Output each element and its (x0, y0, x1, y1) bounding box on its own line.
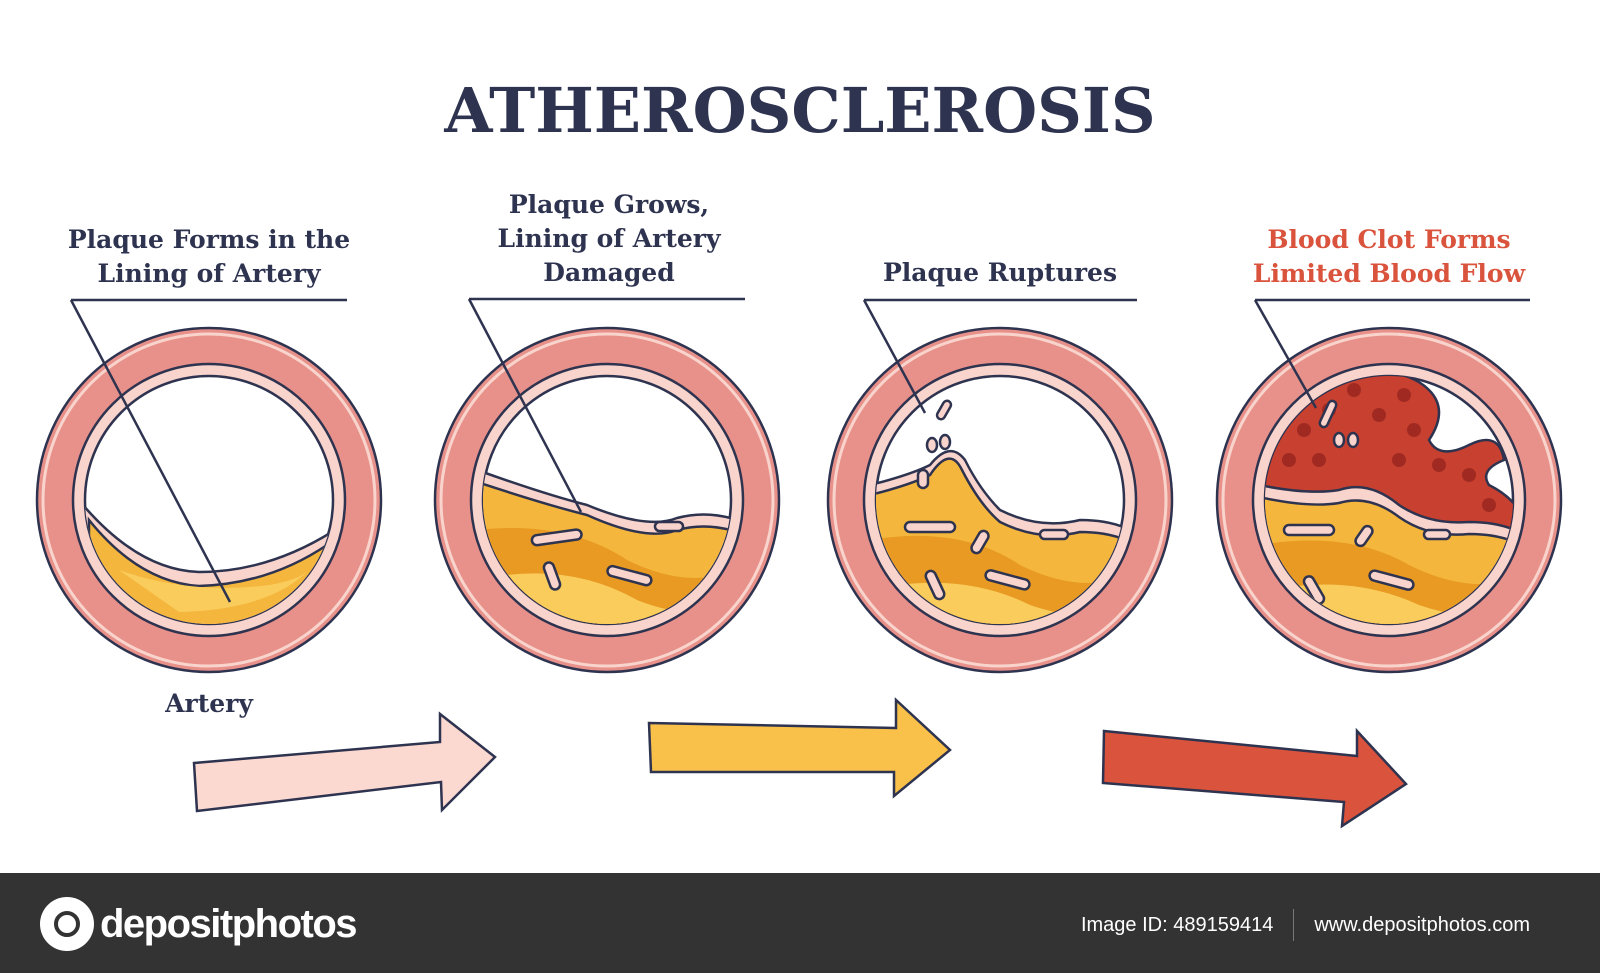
svg-text:Limited Blood Flow: Limited Blood Flow (1253, 259, 1527, 288)
artery-stage-1 (35, 326, 383, 674)
blood-clot (1265, 376, 1513, 624)
svg-text:Blood Clot Forms: Blood Clot Forms (1267, 225, 1510, 254)
svg-text:Lining of Artery: Lining of Artery (498, 224, 722, 253)
svg-text:Plaque Ruptures: Plaque Ruptures (883, 258, 1117, 287)
svg-text:Lining of Artery: Lining of Artery (98, 259, 322, 288)
artery-stage-4 (1215, 326, 1563, 674)
depositphotos-logo: depositphotos (40, 897, 358, 951)
footer-bar: depositphotos Image ID: 489159414 www.de… (0, 873, 1600, 973)
stage-4-label: Blood Clot Forms Limited Blood Flow (1253, 225, 1527, 288)
site-link[interactable]: www.depositphotos.com (1314, 913, 1530, 936)
camera-icon (40, 897, 94, 951)
arrow-pink (192, 711, 497, 813)
arrow-yellow (647, 697, 952, 799)
stage-3-label: Plaque Ruptures (883, 258, 1117, 287)
stage-2-label: Plaque Grows, Lining of Artery Damaged (498, 190, 722, 287)
svg-text:Plaque Forms in the: Plaque Forms in the (68, 225, 350, 254)
image-id: Image ID: 489159414 (1080, 913, 1274, 936)
artery-label: Artery (164, 689, 254, 718)
divider (1293, 909, 1295, 941)
svg-text:Plaque Grows,: Plaque Grows, (509, 190, 709, 219)
stage-1-label: Plaque Forms in the Lining of Artery (68, 225, 350, 288)
svg-text:Damaged: Damaged (543, 258, 674, 287)
leader-lines (69, 297, 1530, 603)
diagram-title: ATHEROSCLEROSIS (443, 74, 1155, 147)
artery-stage-2 (433, 326, 781, 674)
arrow-red (1101, 727, 1408, 829)
artery-stage-3 (826, 326, 1174, 674)
